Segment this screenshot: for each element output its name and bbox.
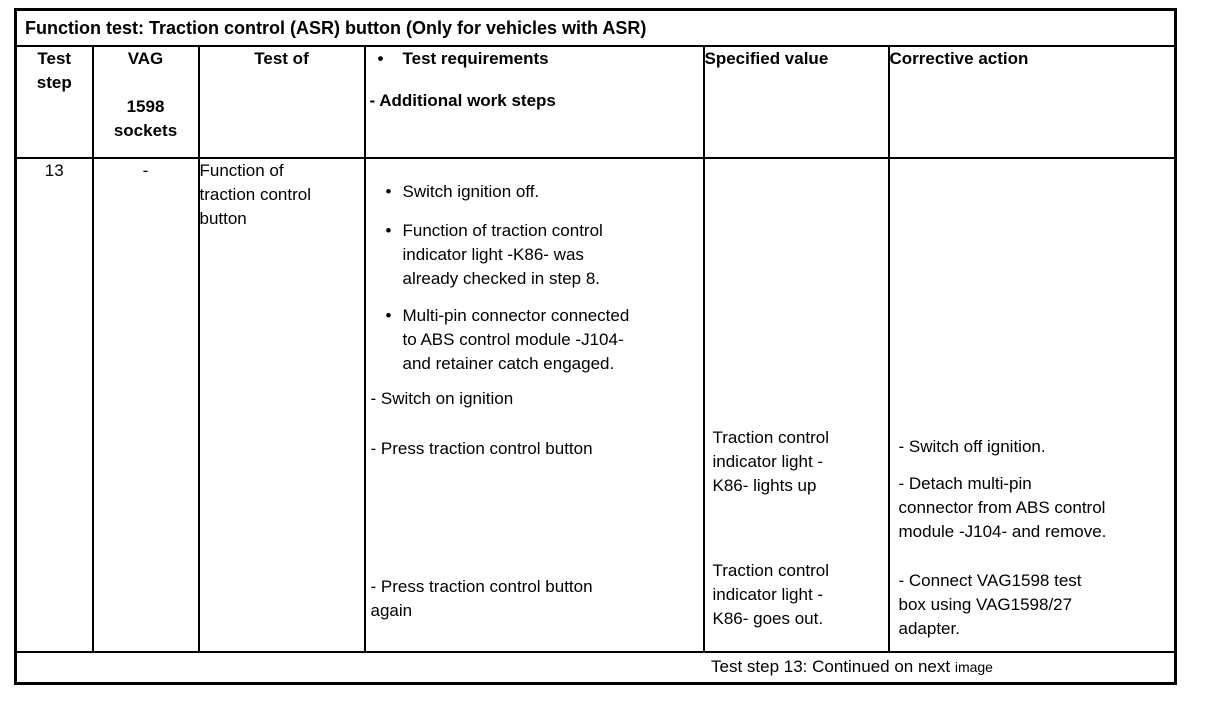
footer-continued-text-small: image bbox=[954, 659, 993, 676]
work-step-2: - Press traction control button bbox=[370, 438, 593, 458]
cell-test-requirements: • Switch ignition off. • Function of tra… bbox=[363, 156, 705, 653]
footer-cell: Test step 13: Continued on next image bbox=[14, 650, 1177, 685]
bullet-icon: • bbox=[377, 48, 384, 68]
table-title-row: Function test: Traction control (ASR) bu… bbox=[14, 8, 1177, 47]
table-header-row: Test step VAG 1598 sockets Test of • Tes… bbox=[14, 44, 1177, 159]
bullet-icon: • bbox=[385, 220, 392, 240]
bullet-icon: • bbox=[385, 181, 392, 201]
cell-vag-sockets: - bbox=[91, 156, 200, 653]
requirement-bullet-1: • Switch ignition off. bbox=[366, 180, 701, 204]
footer-continued-text: Test step 13: Continued on next bbox=[711, 657, 955, 677]
corrective-action-1: - Switch off ignition. bbox=[898, 436, 1046, 456]
header-requirements-label: Test requirements bbox=[402, 48, 549, 68]
work-step-3: - Press traction control button again bbox=[370, 576, 593, 620]
requirement-text: Switch ignition off. bbox=[402, 181, 540, 201]
work-step-1: - Switch on ignition bbox=[370, 388, 514, 408]
table-title: Function test: Traction control (ASR) bu… bbox=[14, 8, 1177, 47]
cell-specified-value: Traction control indicator light - K86- … bbox=[702, 156, 890, 653]
header-requirements-bullet-line: • Test requirements bbox=[366, 47, 703, 71]
test-step-13-row: 13 - Function of traction control button… bbox=[14, 156, 1177, 653]
header-test-step: Test step bbox=[14, 44, 94, 159]
requirement-bullet-3: • Multi-pin connector connected to ABS c… bbox=[366, 304, 701, 376]
function-test-table: Function test: Traction control (ASR) bu… bbox=[14, 8, 1177, 685]
bullet-icon: • bbox=[385, 305, 392, 325]
specified-value-2: Traction control indicator light - K86- … bbox=[712, 560, 830, 628]
header-test-requirements: • Test requirements - Additional work st… bbox=[363, 44, 705, 159]
cell-test-step: 13 bbox=[14, 156, 94, 653]
corrective-action-3: - Connect VAG1598 test box using VAG1598… bbox=[898, 570, 1082, 638]
header-corrective-action: Corrective action bbox=[887, 44, 1177, 159]
specified-value-1: Traction control indicator light - K86- … bbox=[712, 427, 830, 495]
table-footer-row: Test step 13: Continued on next image bbox=[14, 650, 1177, 685]
requirement-text: Function of traction control indicator l… bbox=[402, 220, 603, 288]
requirement-bullet-2: • Function of traction control indicator… bbox=[366, 219, 701, 291]
header-vag-1598-sockets: VAG 1598 sockets bbox=[91, 44, 200, 159]
header-additional-work-steps: - Additional work steps bbox=[369, 90, 556, 110]
cell-corrective-action: - Switch off ignition. - Detach multi-pi… bbox=[887, 156, 1177, 653]
cell-test-of: Function of traction control button bbox=[197, 156, 366, 653]
requirement-text: Multi-pin connector connected to ABS con… bbox=[402, 305, 630, 373]
header-test-of: Test of bbox=[197, 44, 366, 159]
corrective-action-2: - Detach multi-pin connector from ABS co… bbox=[898, 473, 1107, 541]
header-specified-value: Specified value bbox=[702, 44, 890, 159]
